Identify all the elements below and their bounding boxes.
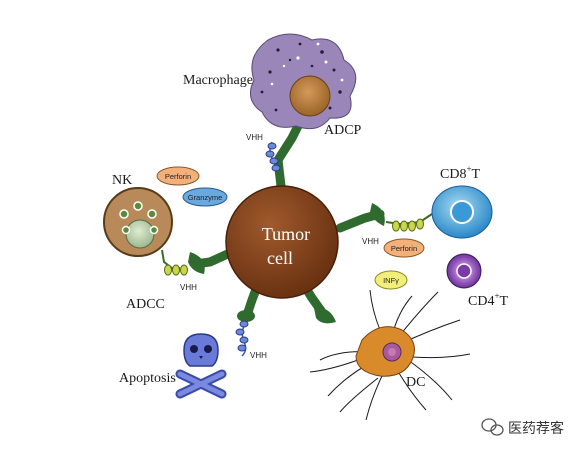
apoptosis-label: Apoptosis <box>119 371 176 386</box>
cd8-prefix: CD8 <box>440 167 466 182</box>
tumor-cell: Tumor cell <box>225 185 339 299</box>
adcp-label: ADCP <box>324 123 362 138</box>
nk-label: NK <box>112 173 132 188</box>
nk-cell <box>103 187 173 257</box>
macrophage-cell <box>249 33 357 130</box>
granzyme-badge: Granzyme <box>182 187 228 207</box>
tumor-label-line2: cell <box>267 248 293 268</box>
vhh-label-cd8: VHH <box>362 237 379 246</box>
arm-nk <box>188 247 237 274</box>
watermark: 医药荐客 <box>481 418 564 437</box>
vhh-chain-cd8 <box>385 213 433 232</box>
macrophage-label: Macrophage <box>183 73 253 88</box>
perforin-t-badge: Perforin <box>383 238 425 258</box>
perforin-t-label: Perforin <box>391 244 417 253</box>
vhh-chain-macrophage <box>265 141 281 172</box>
vhh-chain-nk <box>161 249 188 276</box>
adcc-label: ADCC <box>126 297 165 312</box>
dendritic-cell <box>309 289 471 421</box>
cd4-t-cell <box>446 253 482 289</box>
granzyme-label: Granzyme <box>188 193 223 202</box>
cd4-suffix: T <box>500 294 509 309</box>
arm-cd8 <box>335 203 385 233</box>
dc-label: DC <box>406 375 425 390</box>
watermark-text: 医药荐客 <box>508 420 564 437</box>
skull-icon <box>175 333 227 399</box>
wechat-icon <box>481 418 504 436</box>
cd8-suffix: T <box>472 167 481 182</box>
vhh-label-nk: VHH <box>180 283 197 292</box>
cd8-t-cell <box>431 185 493 239</box>
cd8-sup: + <box>466 164 471 174</box>
tumor-label-line1: Tumor <box>262 224 310 244</box>
vhh-label-apoptosis: VHH <box>250 351 267 360</box>
perforin-nk-badge: Perforin <box>156 166 200 186</box>
perforin-nk-label: Perforin <box>165 172 191 181</box>
vhh-chain-apoptosis <box>235 320 249 357</box>
cd4-label: CD4+T <box>468 291 509 309</box>
infg-badge: INFγ <box>374 270 408 290</box>
infg-label: INFγ <box>383 276 399 285</box>
cd8-label: CD8+T <box>440 164 481 182</box>
cd4-sup: + <box>494 291 499 301</box>
cd4-prefix: CD4 <box>468 294 494 309</box>
vhh-label-1: VHH <box>246 133 263 142</box>
